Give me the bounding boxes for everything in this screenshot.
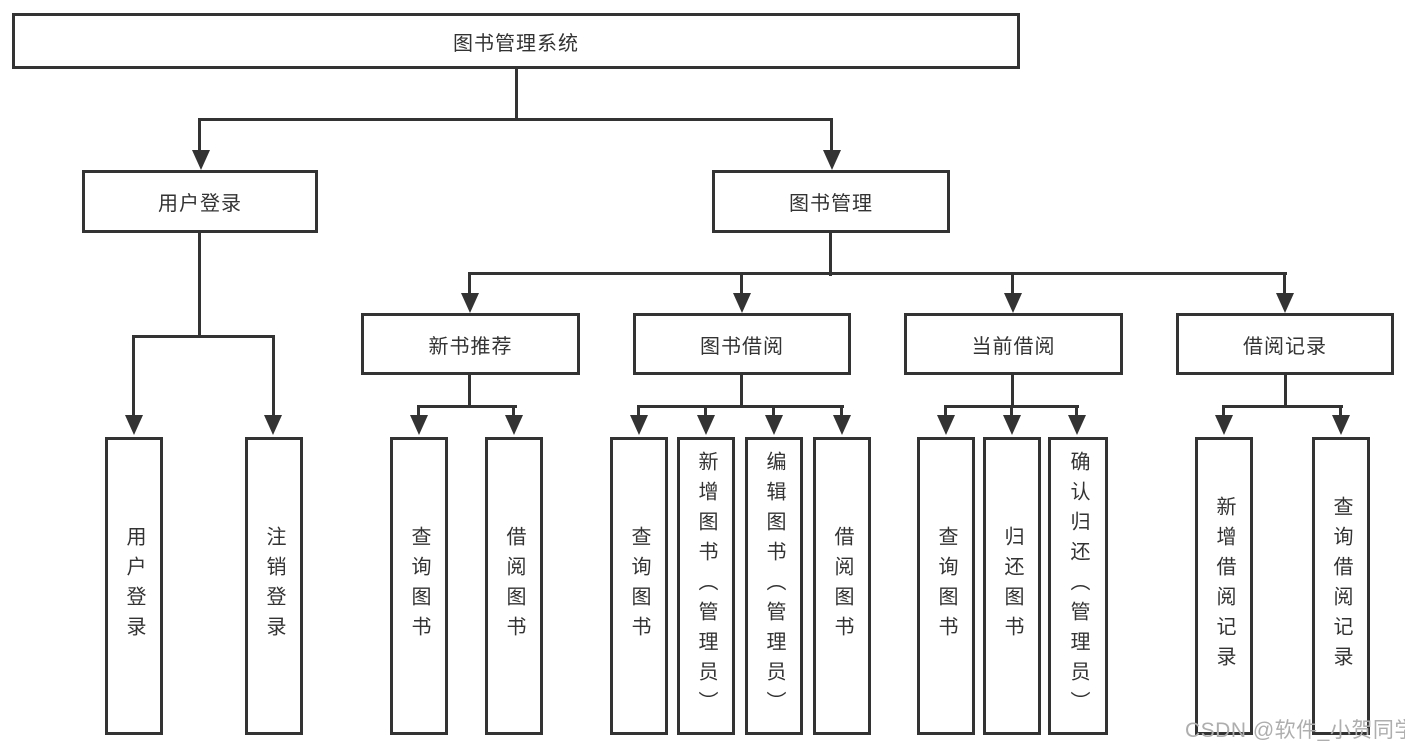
arrowhead-down-icon	[697, 415, 715, 435]
node-root-label: 图书管理系统	[453, 32, 579, 55]
arrowhead-down-icon	[192, 150, 210, 170]
leaf-query-books-recommend: 查询图书	[390, 437, 448, 735]
node-book-borrowing: 图书借阅	[633, 313, 851, 375]
leaf-logout: 注销登录	[245, 437, 303, 735]
leaf-query-books-current-label: 查询图书	[935, 526, 957, 646]
connector-line	[740, 375, 743, 408]
connector-line	[840, 405, 843, 417]
arrowhead-down-icon	[833, 415, 851, 435]
leaf-user-login: 用户登录	[105, 437, 163, 735]
connector-line	[704, 405, 707, 417]
arrowhead-down-icon	[1215, 415, 1233, 435]
leaf-logout-label: 注销登录	[263, 526, 285, 646]
arrowhead-down-icon	[1004, 293, 1022, 313]
connector-line	[1075, 405, 1078, 417]
leaf-user-login-label: 用户登录	[123, 526, 145, 646]
leaf-query-books-borrowing: 查询图书	[610, 437, 668, 735]
connector-line	[198, 233, 201, 338]
leaf-add-books-admin: 新增图书（管理员）	[677, 437, 735, 735]
watermark: CSDN @软件_小贺同学	[1185, 719, 1405, 742]
connector-line	[132, 335, 135, 417]
node-borrowing-records-label: 借阅记录	[1243, 335, 1327, 358]
arrowhead-down-icon	[733, 293, 751, 313]
node-user-login: 用户登录	[82, 170, 318, 233]
connector-line	[740, 272, 743, 295]
connector-line	[830, 118, 833, 152]
connector-line	[417, 405, 420, 417]
connector-line	[637, 405, 640, 417]
node-current-borrowing-label: 当前借阅	[971, 335, 1056, 358]
connector-line	[272, 335, 275, 417]
node-borrowing-records: 借阅记录	[1176, 313, 1394, 375]
leaf-query-borrow-record: 查询借阅记录	[1312, 437, 1370, 735]
connector-line	[515, 69, 518, 119]
arrowhead-down-icon	[505, 415, 523, 435]
node-current-borrowing: 当前借阅	[904, 313, 1123, 375]
node-user-login-label: 用户登录	[158, 193, 242, 215]
arrowhead-down-icon	[1332, 415, 1350, 435]
leaf-edit-books-admin: 编辑图书（管理员）	[745, 437, 803, 735]
connector-line	[1223, 405, 1343, 408]
connector-line	[1339, 405, 1342, 417]
node-new-book-recommendation-label: 新书推荐	[428, 335, 513, 358]
leaf-borrow-books-recommend: 借阅图书	[485, 437, 543, 735]
connector-line	[199, 118, 832, 121]
node-book-management: 图书管理	[712, 170, 950, 233]
leaf-borrow-books-recommend-label: 借阅图书	[503, 526, 525, 646]
node-root: 图书管理系统	[12, 13, 1020, 69]
leaf-query-books-borrowing-label: 查询图书	[628, 526, 650, 646]
connector-line	[133, 335, 275, 338]
leaf-confirm-return-admin: 确认归还（管理员）	[1048, 437, 1108, 735]
leaf-add-borrow-record: 新增借阅记录	[1195, 437, 1253, 735]
arrowhead-down-icon	[125, 415, 143, 435]
connector-line	[1222, 405, 1225, 417]
connector-line	[772, 405, 775, 417]
connector-line	[944, 405, 947, 417]
arrowhead-down-icon	[630, 415, 648, 435]
leaf-borrow-books-label: 借阅图书	[831, 526, 853, 646]
connector-line	[1283, 272, 1286, 295]
leaf-query-borrow-record-label: 查询借阅记录	[1330, 496, 1352, 676]
leaf-confirm-return-admin-label: 确认归还（管理员）	[1067, 451, 1089, 721]
node-new-book-recommendation: 新书推荐	[361, 313, 580, 375]
leaf-return-books-label: 归还图书	[1001, 526, 1023, 646]
connector-line	[469, 272, 1287, 275]
connector-line	[1010, 405, 1013, 417]
connector-line	[468, 272, 471, 295]
arrowhead-down-icon	[1003, 415, 1021, 435]
leaf-borrow-books: 借阅图书	[813, 437, 871, 735]
arrowhead-down-icon	[823, 150, 841, 170]
leaf-edit-books-admin-label: 编辑图书（管理员）	[763, 451, 785, 721]
arrowhead-down-icon	[264, 415, 282, 435]
arrowhead-down-icon	[937, 415, 955, 435]
connector-line	[1284, 375, 1287, 408]
node-book-management-label: 图书管理	[789, 193, 873, 215]
leaf-add-books-admin-label: 新增图书（管理员）	[695, 451, 717, 721]
connector-line	[1011, 272, 1014, 295]
arrowhead-down-icon	[1068, 415, 1086, 435]
arrowhead-down-icon	[765, 415, 783, 435]
arrowhead-down-icon	[1276, 293, 1294, 313]
connector-line	[638, 405, 844, 408]
leaf-query-books-recommend-label: 查询图书	[408, 526, 430, 646]
arrowhead-down-icon	[461, 293, 479, 313]
connector-line	[417, 405, 517, 408]
node-book-borrowing-label: 图书借阅	[700, 335, 784, 358]
connector-line	[512, 405, 515, 417]
leaf-query-books-current: 查询图书	[917, 437, 975, 735]
connector-line	[1011, 375, 1014, 408]
connector-line	[829, 233, 832, 276]
arrowhead-down-icon	[410, 415, 428, 435]
leaf-return-books: 归还图书	[983, 437, 1041, 735]
connector-line	[468, 375, 471, 408]
leaf-add-borrow-record-label: 新增借阅记录	[1213, 496, 1235, 676]
connector-line	[198, 118, 201, 152]
